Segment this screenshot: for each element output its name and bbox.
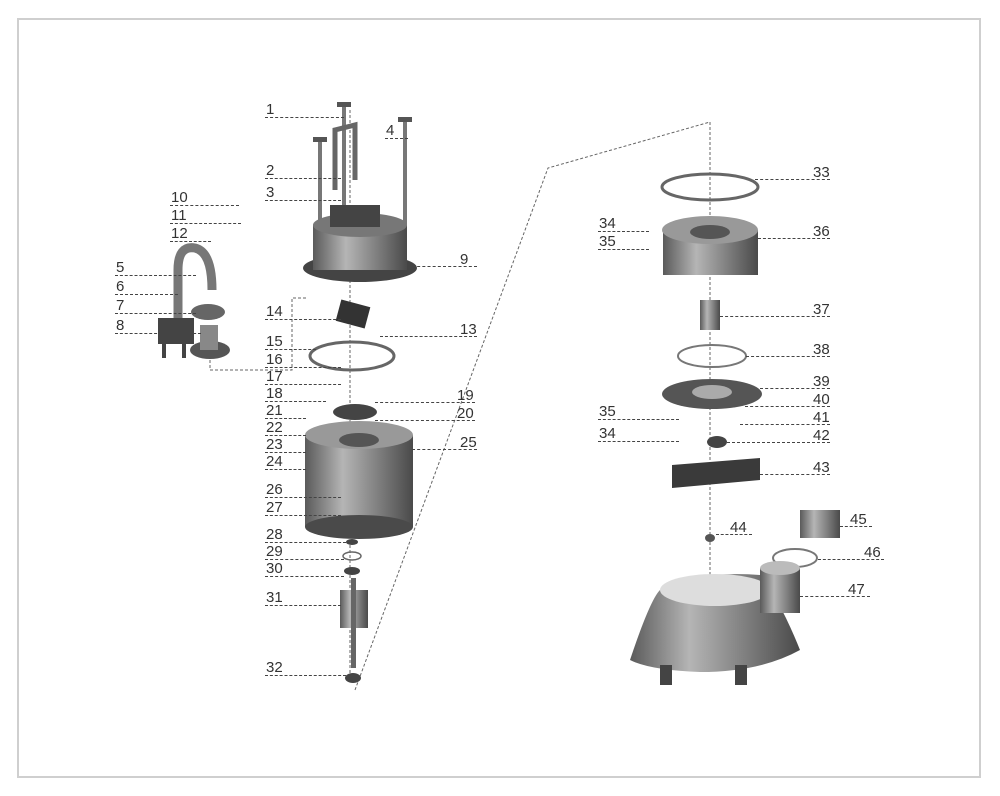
callout-19: 19 [375,388,475,403]
callout-41: 41 [740,410,830,425]
callout-23: 23 [265,437,306,453]
callout-43: 43 [760,460,830,475]
callout-17: 17 [265,369,341,385]
callout-6: 6 [115,279,178,295]
shaft-sleeve-part [700,300,720,330]
assembly-path-line [354,121,711,691]
callout-22: 22 [265,420,306,436]
o-ring-part [308,340,396,372]
callout-34-lower: 34 [598,426,679,442]
callout-42: 42 [727,428,830,443]
callout-8: 8 [115,318,201,334]
callout-14: 14 [265,304,341,320]
callout-46: 46 [818,545,884,560]
callout-32: 32 [265,660,346,676]
callout-38: 38 [746,342,830,357]
callout-2: 2 [265,163,341,179]
callout-12: 12 [170,226,211,242]
callout-45: 45 [840,512,872,527]
callout-29: 29 [265,544,344,560]
callout-5: 5 [115,260,196,276]
callout-24: 24 [265,454,306,470]
bolt-part [318,140,322,270]
cable-part [173,243,217,318]
callout-47: 47 [800,582,870,597]
bearing-washer-part [333,404,377,420]
callout-27: 27 [265,500,341,516]
image-frame [17,18,981,778]
callout-18: 18 [265,386,326,402]
callout-7: 7 [115,298,196,314]
callout-21: 21 [265,403,306,419]
callout-16: 16 [265,352,341,368]
callout-9: 9 [412,252,477,267]
outlet-flange-part [800,510,840,538]
callout-40: 40 [745,392,830,407]
callout-44: 44 [716,520,752,535]
bolt-part [342,105,346,275]
callout-10: 10 [170,190,239,206]
callout-31: 31 [265,590,341,606]
callout-37: 37 [720,302,830,317]
callout-15: 15 [265,334,316,350]
callout-33: 33 [755,165,830,180]
callout-4: 4 [385,123,408,139]
callout-39: 39 [760,374,830,389]
callout-25: 25 [412,435,477,450]
handle-part [332,121,358,190]
callout-36: 36 [758,224,830,239]
o-ring-part [660,172,760,202]
callout-20: 20 [375,406,475,421]
callout-11: 11 [170,208,241,224]
callout-34-upper: 34 [598,216,649,232]
impeller-part [672,458,760,488]
callout-30: 30 [265,561,344,577]
bolt-part [403,120,407,250]
callout-3: 3 [265,185,341,201]
capacitor-part [335,299,371,329]
callout-28: 28 [265,527,346,543]
callout-13: 13 [380,322,477,337]
callout-1: 1 [265,102,344,118]
callout-35-upper: 35 [598,234,649,250]
callout-35-lower: 35 [598,404,679,420]
callout-26: 26 [265,482,341,498]
motor-housing-part [305,435,413,527]
